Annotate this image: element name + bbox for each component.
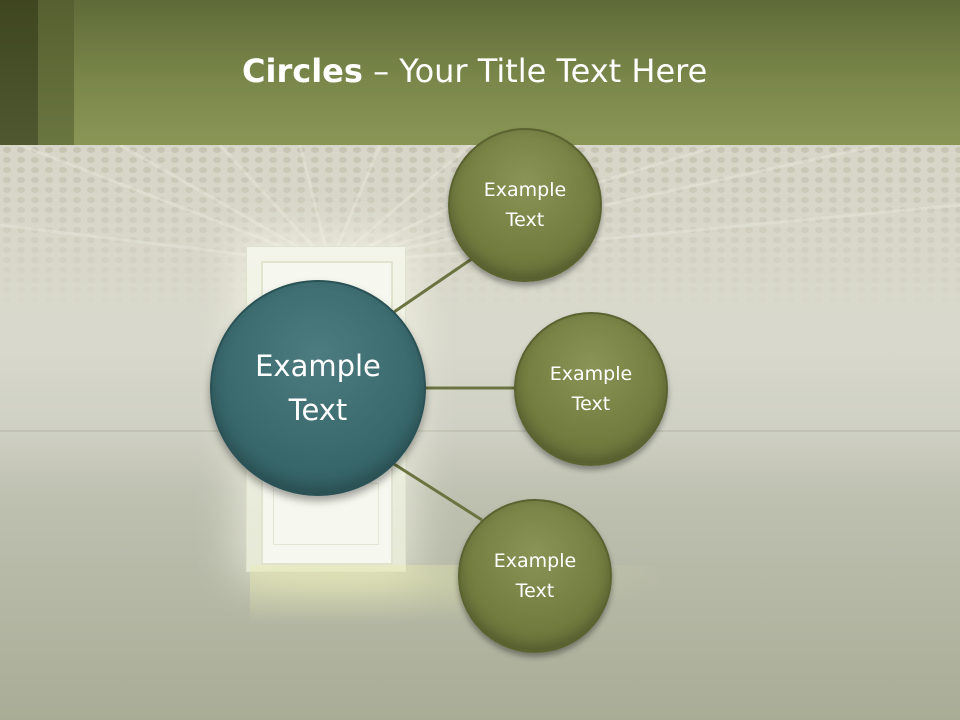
slide-title: Circles – Your Title Text Here [242,52,707,90]
header-band: Circles – Your Title Text Here [0,0,960,145]
node-circle-top[interactable]: Example Text [448,128,602,282]
title-bold: Circles [242,52,363,90]
center-circle[interactable]: Example Text [210,280,426,496]
node-circle-middle[interactable]: Example Text [514,312,668,466]
node-label: Example Text [483,179,567,231]
center-label: Example Text [255,349,381,427]
connector-bottom [393,462,483,522]
node-label: Example Text [549,363,633,415]
header-accent-mid [38,0,74,145]
header-accent-dark [0,0,38,145]
title-rest: – Your Title Text Here [362,52,708,90]
connector-top [393,254,477,314]
node-circle-bottom[interactable]: Example Text [458,499,612,653]
node-label: Example Text [493,550,577,602]
